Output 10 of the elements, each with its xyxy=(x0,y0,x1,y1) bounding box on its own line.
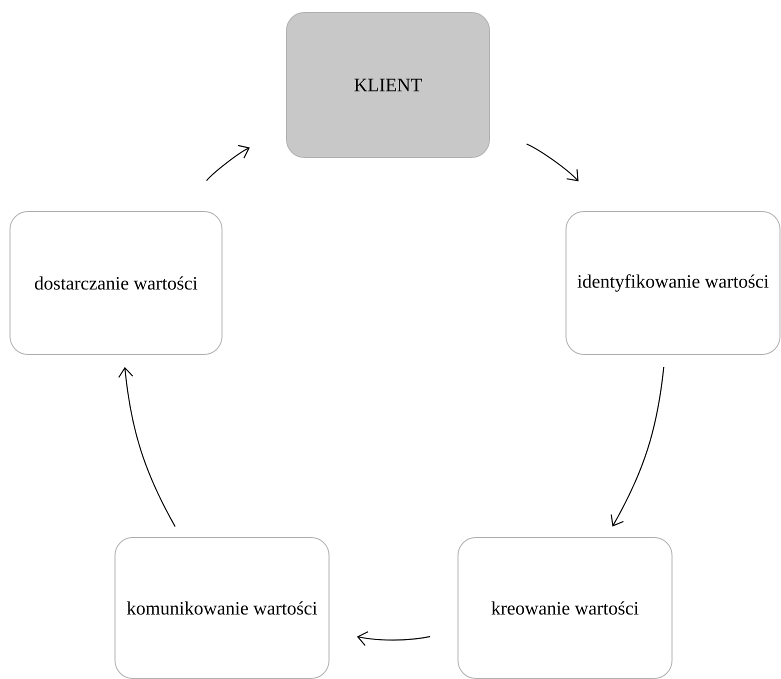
arrow xyxy=(526,143,579,182)
arrow xyxy=(610,366,664,527)
process-box: KLIENT xyxy=(286,12,490,158)
arrow xyxy=(118,366,176,527)
arrow xyxy=(206,144,250,182)
arrow xyxy=(356,631,430,646)
process-box: kreowanie wartości xyxy=(458,537,672,679)
process-box: dostarczanie wartości xyxy=(10,211,222,355)
process-box: identyfikowanie wartości xyxy=(566,211,780,355)
process-box: komunikowanie wartości xyxy=(114,537,330,679)
